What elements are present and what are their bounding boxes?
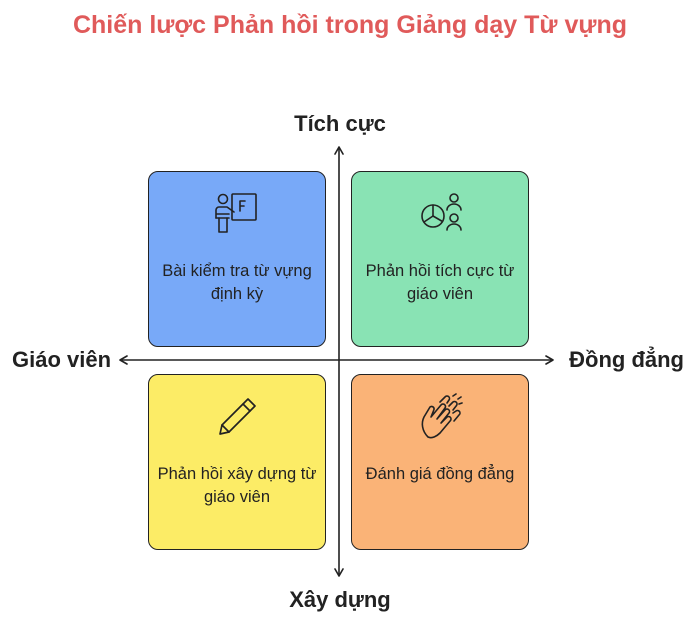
quadrant-bottom-right-label: Đánh giá đồng đẳng <box>365 465 515 483</box>
pie-chart-people-icon <box>421 193 462 231</box>
quadrant-top-left: Bài kiểm tra từ vựng định kỳ <box>148 171 326 347</box>
pencil-icon <box>219 398 256 435</box>
axis-label-top: Tích cực <box>294 111 386 136</box>
quadrant-bottom-right: Đánh giá đồng đẳng <box>351 374 529 550</box>
axis-label-right: Đồng đẳng <box>569 347 684 372</box>
diagram-title: Chiến lược Phản hồi trong Giảng dạy Từ v… <box>72 11 628 39</box>
axis-label-bottom: Xây dựng <box>289 587 391 612</box>
teacher-board-icon <box>215 193 257 233</box>
quadrant-top-right-label: Phản hồi tích cực từ giáo viên <box>365 262 515 303</box>
clapping-hands-icon <box>421 393 463 439</box>
quadrant-top-left-label: Bài kiểm tra từ vựng định kỳ <box>162 262 312 303</box>
quadrant-bottom-left-label: Phản hồi xây dựng từ giáo viên <box>157 465 317 506</box>
axis-label-left: Giáo viên <box>12 347 112 372</box>
quadrant-bottom-left: Phản hồi xây dựng từ giáo viên <box>148 374 326 550</box>
quadrant-top-right: Phản hồi tích cực từ giáo viên <box>351 171 529 347</box>
